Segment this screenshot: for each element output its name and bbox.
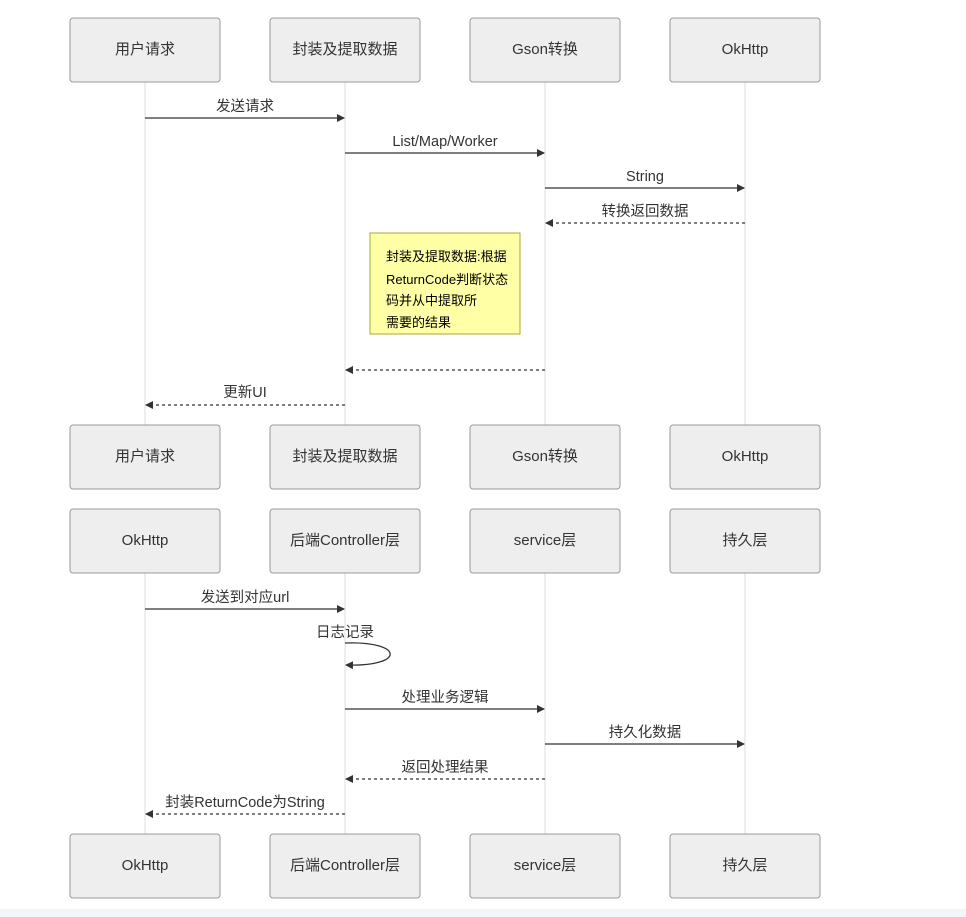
note-line: 需要的结果	[386, 315, 451, 330]
participant-label: service层	[514, 532, 577, 549]
message-label: List/Map/Worker	[392, 134, 497, 150]
participant-box-top: 封装及提取数据	[269, 17, 421, 83]
note-line: 封装及提取数据:根据	[386, 249, 507, 264]
message-label: 日志记录	[316, 624, 374, 641]
message: 返回处理结果	[345, 759, 545, 783]
participant-box-top: 后端Controller层	[269, 508, 421, 574]
participant-label: Gson转换	[512, 41, 578, 58]
participant-label: 持久层	[722, 532, 767, 549]
message-label: 转换返回数据	[602, 203, 689, 220]
participant-label: service层	[514, 857, 577, 874]
participant-box-bottom: 封装及提取数据	[269, 424, 421, 490]
note-line: ReturnCode判断状态	[386, 272, 508, 287]
message-label: 更新UI	[223, 384, 267, 401]
participant-box-bottom: 持久层	[669, 833, 821, 899]
participant-box-top: 用户请求	[69, 17, 221, 83]
participant-label: OkHttp	[722, 41, 769, 58]
message-label: String	[626, 169, 664, 185]
self-message: 日志记录	[316, 624, 391, 670]
participant-label: 封装及提取数据	[292, 448, 397, 465]
message-label: 发送请求	[216, 98, 274, 115]
message: 发送到对应url	[145, 588, 345, 613]
message: 持久化数据	[545, 724, 745, 748]
participant-box-bottom: OkHttp	[669, 424, 821, 490]
message-label: 处理业务逻辑	[402, 689, 489, 706]
participant-box-bottom: 用户请求	[69, 424, 221, 490]
message: 封装ReturnCode为String	[145, 794, 345, 818]
participant-label: 后端Controller层	[290, 532, 400, 549]
participant-label: 封装及提取数据	[292, 41, 397, 58]
diagram-1: 用户请求 封装及提取数据 Gson转换 OkHttp 发送请求 List/Map…	[69, 17, 821, 490]
message: 更新UI	[145, 384, 345, 409]
message: List/Map/Worker	[345, 134, 545, 157]
message: 发送请求	[145, 98, 345, 122]
participant-label: OkHttp	[122, 857, 169, 874]
participant-label: OkHttp	[122, 532, 169, 549]
participant-label: OkHttp	[722, 448, 769, 465]
participant-label: 后端Controller层	[290, 857, 400, 874]
message-label: 发送到对应url	[201, 588, 290, 606]
message: 处理业务逻辑	[345, 689, 545, 713]
message: String	[545, 169, 745, 192]
participant-box-top: service层	[469, 508, 621, 574]
message-label: 返回处理结果	[402, 759, 489, 776]
participant-label: Gson转换	[512, 448, 578, 465]
note: 封装及提取数据:根据 ReturnCode判断状态 码并从中提取所 需要的结果	[369, 232, 521, 335]
participant-box-bottom: Gson转换	[469, 424, 621, 490]
participant-box-top: OkHttp	[669, 17, 821, 83]
participant-label: 用户请求	[115, 41, 175, 58]
note-line: 码并从中提取所	[386, 293, 477, 308]
message-label: 持久化数据	[609, 724, 682, 741]
participant-box-top: OkHttp	[69, 508, 221, 574]
participant-label: 持久层	[722, 857, 767, 874]
participant-label: 用户请求	[115, 448, 175, 465]
message-label: 封装ReturnCode为String	[165, 794, 325, 811]
participant-box-top: 持久层	[669, 508, 821, 574]
page-footer-band	[0, 909, 966, 917]
participant-box-bottom: service层	[469, 833, 621, 899]
participant-box-bottom: OkHttp	[69, 833, 221, 899]
participant-box-bottom: 后端Controller层	[269, 833, 421, 899]
diagram-2: OkHttp 后端Controller层 service层 持久层 发送到对应u…	[69, 508, 821, 899]
participant-box-top: Gson转换	[469, 17, 621, 83]
self-message-arrow	[344, 642, 391, 670]
message: 转换返回数据	[545, 203, 745, 227]
